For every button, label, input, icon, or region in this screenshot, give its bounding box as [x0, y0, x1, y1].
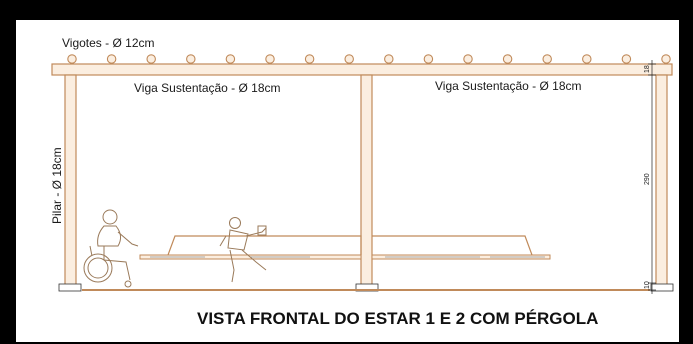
label-vigotes: Vigotes - Ø 12cm — [62, 36, 154, 50]
vigote-circle — [502, 54, 513, 64]
vigote-circle — [542, 54, 552, 64]
dimension-bottom: 10 — [644, 281, 651, 289]
vigote-circle — [423, 54, 434, 64]
bench-right — [371, 235, 551, 260]
vigote-circle — [463, 54, 473, 64]
label-viga-left: Viga Sustentação - Ø 18cm — [134, 81, 281, 95]
vigote-circle — [225, 54, 236, 64]
pillar-base-left — [58, 283, 82, 292]
vigote-circle — [582, 54, 592, 64]
vigotes-row — [67, 54, 671, 64]
support-beam — [51, 63, 673, 76]
pillar-left — [64, 74, 77, 286]
dimension-line — [648, 60, 656, 294]
vigote-circle — [344, 54, 354, 64]
vigote-circle — [186, 54, 196, 64]
vigote-circle — [304, 54, 315, 64]
label-pilar: Pilar - Ø 18cm — [50, 147, 64, 224]
label-viga-right: Viga Sustentação - Ø 18cm — [435, 79, 582, 93]
vigote-circle — [621, 54, 632, 64]
vigote-circle — [67, 54, 77, 64]
vigote-circle — [265, 54, 275, 64]
vigote-circle — [146, 54, 156, 64]
dimension-height: 290 — [644, 173, 651, 185]
pillar-base-right — [650, 283, 674, 292]
seated-person-figure — [219, 217, 267, 283]
drawing-title: VISTA FRONTAL DO ESTAR 1 E 2 COM PÉRGOLA — [197, 309, 598, 328]
vigote-circle — [384, 54, 394, 64]
wheelchair-user-figure — [83, 209, 139, 288]
pillar-right — [655, 74, 668, 286]
dimension-top: 18 — [644, 65, 651, 73]
vigote-circle — [106, 54, 117, 64]
vigote-circle — [661, 54, 671, 64]
pillar-middle — [360, 74, 373, 286]
